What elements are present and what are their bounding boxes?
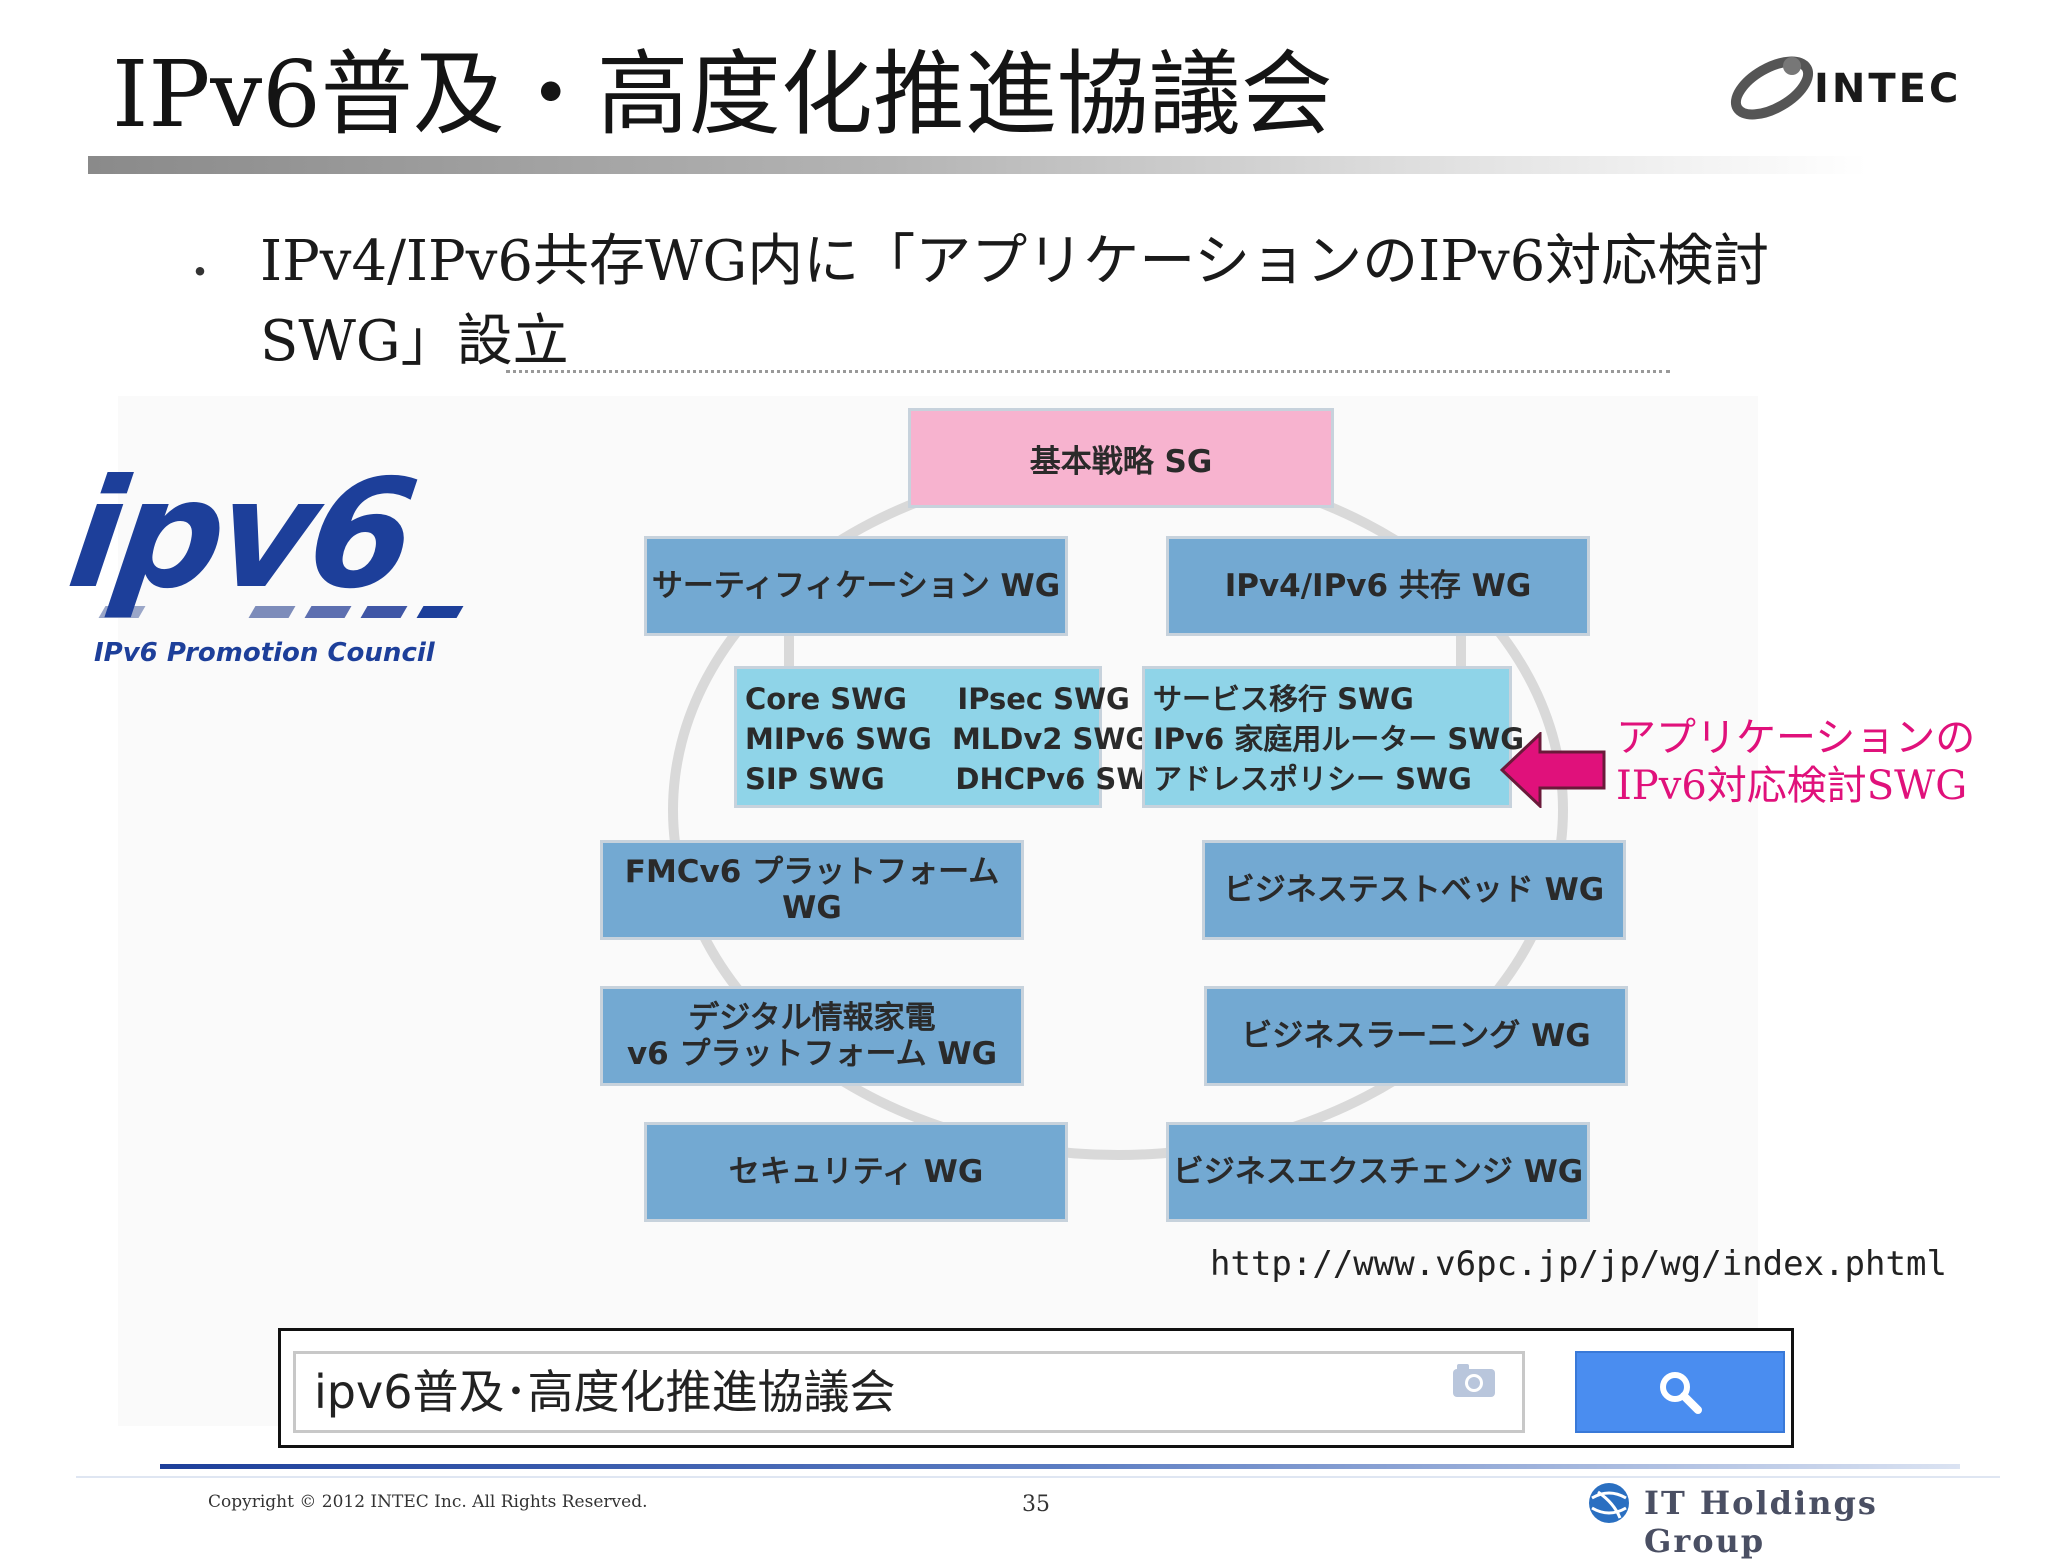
wg-business-learning: ビジネスラーニング WG xyxy=(1204,986,1628,1086)
annotation: アプリケーションの IPv6対応検討SWG xyxy=(1616,714,1975,810)
footer-rule xyxy=(160,1464,1960,1469)
annotation-line: IPv6対応検討SWG xyxy=(1616,763,1968,809)
slide-title: IPv6普及・高度化推進協議会 xyxy=(112,41,1333,148)
wg-digital-appliance-platform: デジタル情報家電 v6 プラットフォーム WG xyxy=(600,986,1024,1086)
swg-line: Core SWG IPsec SWG xyxy=(745,682,1130,716)
camera-icon[interactable] xyxy=(1451,1361,1497,1399)
bullet-text: IPv4/IPv6共存WG内に「アプリケーションのIPv6対応検討SWG」設立 xyxy=(260,229,1770,374)
ipv6-logo-word: ipv6 xyxy=(59,448,422,622)
magnifier-icon xyxy=(1660,1372,1702,1414)
wg-ipv4-ipv6-coexistence: IPv4/IPv6 共存 WG xyxy=(1166,536,1590,636)
swg-line: MIPv6 SWG MLDv2 SWG xyxy=(745,722,1150,756)
search-button[interactable] xyxy=(1575,1351,1785,1433)
swg-line: IPv6 家庭用ルーター SWG xyxy=(1153,722,1524,756)
wg-security: セキュリティ WG xyxy=(644,1122,1068,1222)
globe-icon xyxy=(1589,1483,1629,1523)
connector xyxy=(784,636,794,676)
source-url: http://www.v6pc.jp/jp/wg/index.phtml xyxy=(1210,1244,1947,1284)
certification-swg-list: Core SWG IPsec SWG MIPv6 SWG MLDv2 SWG S… xyxy=(734,666,1172,808)
wg-business-exchange: ビジネスエクスチェンジ WG xyxy=(1166,1122,1590,1222)
page-number: 35 xyxy=(1022,1492,1050,1517)
connector xyxy=(1456,636,1466,670)
wg-fmcv6-platform: FMCv6 プラットフォーム WG xyxy=(600,840,1024,940)
search-bar: ipv6普及･高度化推進協議会 xyxy=(278,1328,1794,1448)
intec-logo-text: INTEC xyxy=(1814,66,1962,112)
intec-logo: INTEC xyxy=(1722,40,2022,130)
copyright: Copyright © 2012 INTEC Inc. All Rights R… xyxy=(208,1492,648,1512)
search-input[interactable]: ipv6普及･高度化推進協議会 xyxy=(293,1351,1525,1433)
basic-strategy-sg: 基本戦略 SG xyxy=(908,408,1334,508)
left-arrow-icon xyxy=(1500,732,1606,808)
ipv6-promotion-council-logo: ipv6 IPv6 Promotion Council xyxy=(60,448,502,678)
bullet-marker: ・ xyxy=(180,250,220,296)
wg-business-testbed: ビジネステストベッド WG xyxy=(1202,840,1626,940)
swg-line: アドレスポリシー SWG xyxy=(1153,762,1472,796)
swg-line: SIP SWG DHCPv6 SWG xyxy=(745,762,1173,796)
coexistence-swg-list: サービス移行 SWG IPv6 家庭用ルーター SWG アドレスポリシー SWG xyxy=(1142,666,1524,808)
footer-rule-light xyxy=(76,1476,2000,1478)
dotted-divider xyxy=(506,370,1670,373)
logo-stripe xyxy=(416,606,464,618)
annotation-line: アプリケーションの xyxy=(1616,715,1976,761)
ipv6-logo-subtitle: IPv6 Promotion Council xyxy=(94,638,435,668)
swg-line: サービス移行 SWG xyxy=(1153,682,1414,716)
group-name: IT Holdings Group xyxy=(1644,1484,1878,1560)
intec-swoosh-icon xyxy=(1730,56,1814,120)
it-holdings-logo: IT Holdings Group xyxy=(1584,1478,2004,1560)
title-underline xyxy=(88,156,1868,174)
wg-certification: サーティフィケーション WG xyxy=(644,536,1068,636)
